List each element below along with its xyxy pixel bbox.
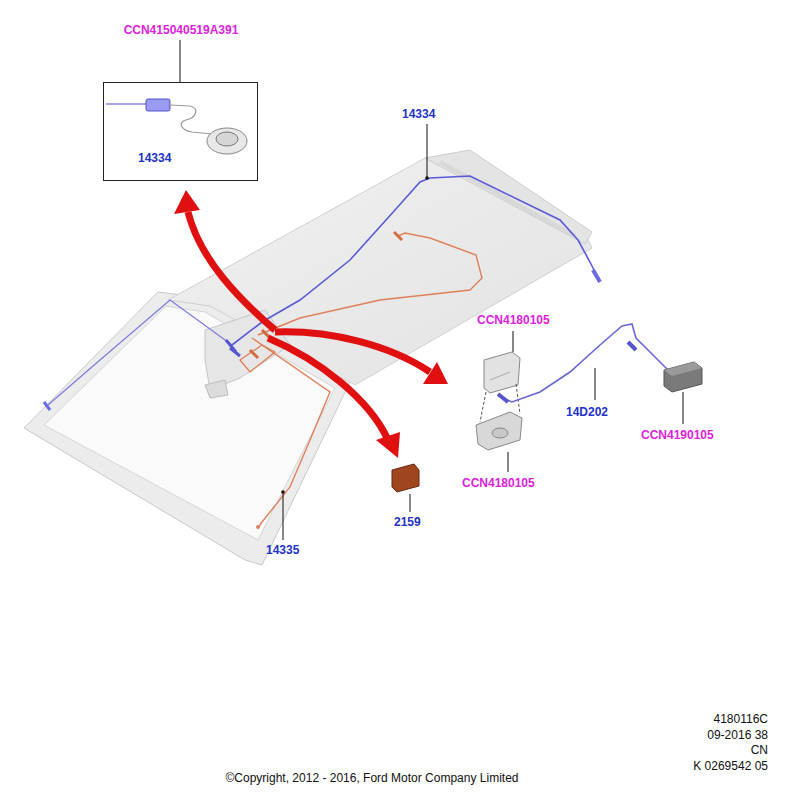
drawing-reference: K 0269542 05 xyxy=(693,759,768,773)
drawing-reference: 4180116C xyxy=(714,712,769,726)
part-code: CCN4190105 xyxy=(641,428,714,442)
inset-box: CCN415040519A39114334 xyxy=(103,82,258,181)
copyright-caption: ©Copyright, 2012 - 2016, Ford Motor Comp… xyxy=(226,771,519,785)
callout-number: 14D202 xyxy=(566,405,608,419)
callout-number: 14334 xyxy=(137,151,172,165)
callout-number: 14335 xyxy=(266,543,299,557)
drawing-region: CN xyxy=(751,743,768,757)
callout-number: 14334 xyxy=(402,107,435,121)
inset-part-code: CCN415040519A391 xyxy=(124,23,239,37)
drawing-date: 09-2016 38 xyxy=(707,728,768,742)
part-code: CCN4180105 xyxy=(462,476,535,490)
part-code: CCN4180105 xyxy=(477,313,550,327)
callout-number: 2159 xyxy=(394,515,421,529)
